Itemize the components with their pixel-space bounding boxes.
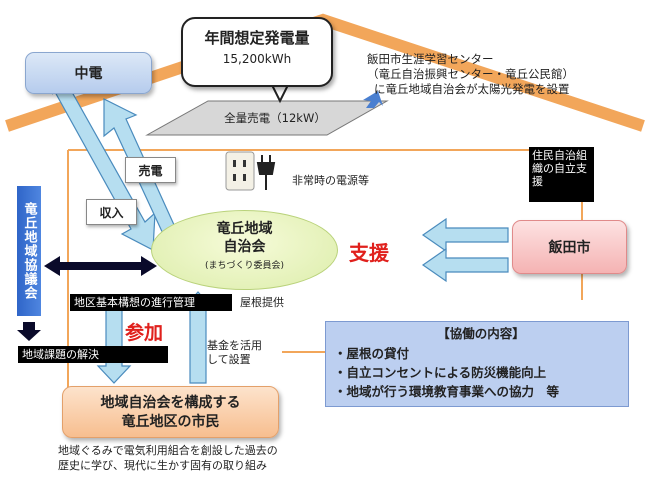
installation-note-line: （竜丘自治振興センター・竜丘公民館） bbox=[367, 67, 574, 81]
outlet-label: 非常時の電源等 bbox=[292, 174, 369, 187]
arrow-down-sanka bbox=[96, 302, 132, 384]
iida-city-label: 飯田市 bbox=[548, 240, 591, 256]
shunyu-label: 収入 bbox=[86, 199, 137, 225]
baiden-label: 売電 bbox=[125, 157, 176, 183]
outlet-slot bbox=[243, 174, 246, 181]
iida-city-box: 飯田市 bbox=[512, 220, 627, 274]
callout-title: 年間想定発電量 bbox=[204, 29, 310, 47]
outlet-slot bbox=[243, 160, 246, 167]
shien-label: 支援 bbox=[349, 241, 389, 265]
council-name: 竜丘地域 bbox=[216, 221, 273, 237]
jumin-jichi-box: 住民自治組織の自立支援 bbox=[529, 147, 594, 202]
collab-item: ・地域が行う環境教育事業への協力 等 bbox=[334, 384, 560, 399]
footer-note: 地域ぐるみで電気利用組合を創設した過去の 歴史に学び、現代に生かす固有の取り組み bbox=[58, 443, 278, 473]
plug-icon bbox=[256, 155, 276, 190]
citizens-line: 竜丘地区の市民 bbox=[121, 414, 220, 430]
kikin-label: 基金を活用 して設置 bbox=[207, 339, 262, 367]
kyogikai-box: 竜丘地域協議会 bbox=[17, 186, 41, 316]
callout-value: 15,200kWh bbox=[222, 52, 292, 66]
bar-kaiketsu: 地域課題の解決 bbox=[18, 346, 168, 363]
council-type: 自治会 bbox=[223, 239, 266, 255]
council-ellipse: 竜丘地域 自治会 (まちづくり委員会) bbox=[151, 210, 338, 290]
arrow-kyogikai-council bbox=[44, 256, 157, 276]
collab-item: ・自立コンセントによる防災機能向上 bbox=[334, 365, 547, 380]
arrow-down-kyogikai bbox=[17, 322, 41, 341]
sanka-label: 参加 bbox=[125, 322, 164, 344]
footer-line: 地域ぐるみで電気利用組合を創設した過去の bbox=[58, 444, 278, 457]
collab-header: 【協働の内容】 bbox=[437, 326, 525, 341]
arrow-shien-upper bbox=[421, 217, 509, 253]
note-pointer-arrow bbox=[363, 91, 383, 108]
footer-line: 歴史に学び、現代に生かす固有の取り組み bbox=[58, 459, 267, 472]
yane-label: 屋根提供 bbox=[240, 296, 284, 309]
installation-note-line: に竜丘地域自治会が太陽光発電を設置 bbox=[374, 82, 570, 96]
installation-note: 飯田市生涯学習センター （竜丘自治振興センター・竜丘公民館） に竜丘地域自治会が… bbox=[367, 52, 637, 97]
kikin-line: 基金を活用 bbox=[207, 339, 262, 352]
annual-generation-callout: 年間想定発電量 15,200kWh bbox=[181, 17, 333, 87]
outlet-slot bbox=[233, 174, 236, 181]
collab-box: 【協働の内容】 ・屋根の貸付 ・自立コンセントによる防災機能向上 ・地域が行う環… bbox=[325, 321, 629, 407]
outlet-slot bbox=[233, 160, 236, 167]
council-sub: (まちづくり委員会) bbox=[204, 261, 285, 271]
chuden-label: 中電 bbox=[74, 66, 103, 82]
bar-kanri: 地区基本構想の進行管理 bbox=[70, 294, 232, 311]
panel-label: 全量売電（12kW） bbox=[224, 111, 326, 125]
citizens-box: 地域自治会を構成する 竜丘地区の市民 bbox=[62, 386, 279, 438]
citizens-line: 地域自治会を構成する bbox=[100, 395, 241, 411]
installation-note-line: 飯田市生涯学習センター bbox=[367, 52, 494, 66]
collab-item: ・屋根の貸付 bbox=[334, 346, 410, 361]
arrow-shien-lower bbox=[421, 247, 509, 283]
kikin-line: して設置 bbox=[207, 353, 251, 366]
solar-panel bbox=[145, 100, 389, 136]
chuden-box: 中電 bbox=[25, 52, 152, 94]
outlet-icon bbox=[225, 151, 255, 191]
